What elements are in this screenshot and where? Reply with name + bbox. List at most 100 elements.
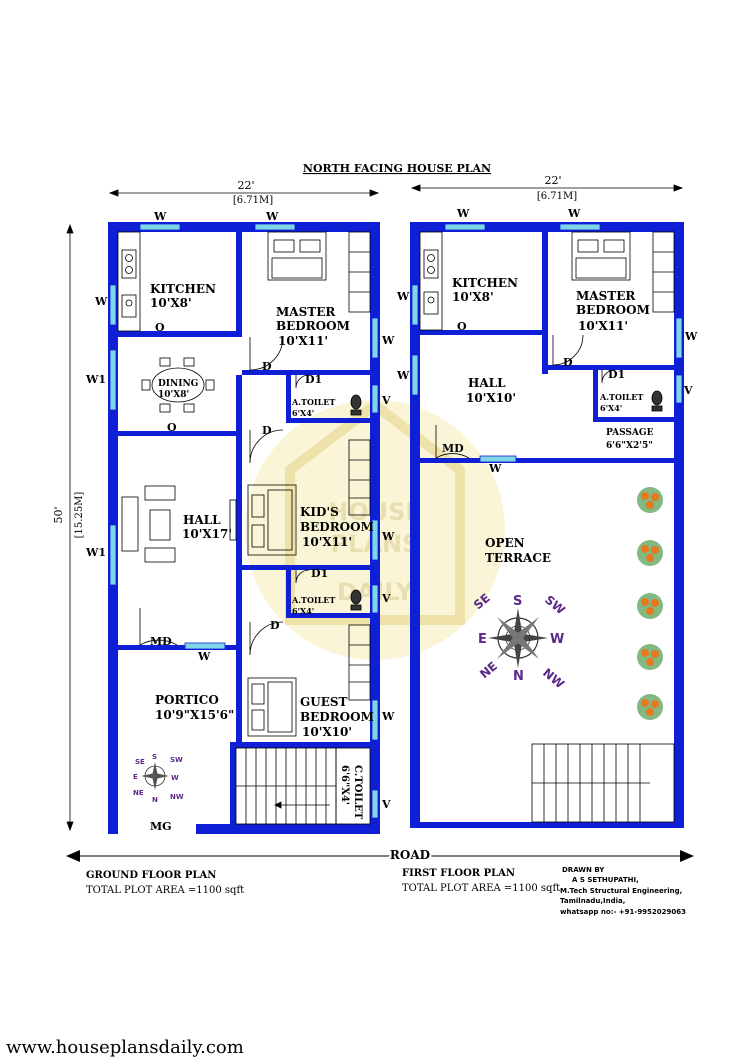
ff-label-w: W (396, 369, 410, 382)
gf-label-w: W (94, 295, 108, 308)
gf-label-o: O (155, 321, 165, 334)
gf-dining-size: 10'X8' (158, 390, 189, 400)
gf-hall-size: 10'X17' (182, 527, 232, 541)
credit-line2: A S SETHUPATHI, (572, 876, 639, 884)
gf-label-v: V (381, 592, 391, 605)
width-ft-ff: 22' (544, 174, 561, 187)
ff-staircase (531, 743, 675, 823)
ff-toilet-size: 6'X4' (600, 403, 622, 413)
ff-master-line2: BEDROOM (576, 303, 650, 317)
website-url: www.houseplansdaily.com (6, 1037, 244, 1058)
gf-dining-table (141, 357, 215, 413)
ff-compass-sw: SW (542, 593, 568, 618)
credit-line1: DRAWN BY (562, 866, 605, 874)
ff-label-w: W (684, 330, 698, 343)
gf-compass-se: SE (135, 758, 145, 766)
ff-label-d1: D1 (608, 368, 625, 381)
ff-hall-size: 10'X10' (466, 391, 516, 405)
gf-compass-ne: NE (133, 789, 144, 797)
gf-ctoilet-name: C.TOILET (352, 765, 363, 820)
gf-label-mg: MG (150, 820, 172, 833)
gf-label-d: D (262, 424, 272, 437)
ff-terrace-line2: TERRACE (485, 551, 551, 565)
gf-label-d1: D1 (305, 373, 322, 386)
ff-title: FIRST FLOOR PLAN (402, 868, 515, 879)
gf-label-w: W (381, 334, 395, 347)
gf-compass-w: W (171, 774, 179, 782)
ff-master-size: 10'X11' (578, 319, 628, 333)
gf-label-w: W (153, 210, 167, 223)
ff-kitchen-size: 10'X8' (452, 290, 494, 304)
ff-label-md: MD (442, 442, 464, 455)
gf-label-md: MD (150, 635, 172, 648)
gf-label-v: V (381, 394, 391, 407)
ff-terrace-line1: OPEN (485, 536, 525, 550)
credit-line3: M.Tech Structural Engineering, (560, 887, 682, 895)
gf-guest-bed (247, 624, 371, 737)
gf-guest-line2: BEDROOM (300, 710, 374, 724)
gf-hall-name: HALL (183, 513, 221, 527)
gf-dining-name: DINING (158, 379, 198, 389)
ff-label-w: W (567, 207, 581, 220)
ff-label-w: W (456, 207, 470, 220)
gf-kids-line2: BEDROOM (300, 520, 374, 534)
gf-portico-size: 10'9"X15'6" (155, 708, 234, 722)
ff-area: TOTAL PLOT AREA =1100 sqft (402, 883, 560, 894)
ff-master-line1: MASTER (576, 289, 636, 303)
gf-compass-nw: NW (170, 793, 184, 801)
ff-kitchen-counter (419, 231, 443, 331)
gf-windows (109, 223, 379, 819)
ff-doors (435, 334, 616, 459)
gf-compass-sw: SW (170, 756, 183, 764)
gf-toilet2-name: A.TOILET (291, 595, 335, 605)
ff-label-w: W (396, 290, 410, 303)
dimension-lines (66, 184, 684, 832)
gf-compass-s: S (152, 753, 157, 761)
length-ft: 50' (52, 506, 65, 523)
gf-label-o: O (167, 421, 177, 434)
gf-wc (350, 394, 362, 611)
ff-wc (651, 390, 663, 412)
gf-kids-size: 10'X11' (302, 535, 352, 549)
plan-title: NORTH FACING HOUSE PLAN (303, 162, 491, 175)
gf-compass-n: N (152, 796, 158, 804)
gf-label-w: W (265, 210, 279, 223)
gf-kitchen-size: 10'X8' (150, 296, 192, 310)
ff-compass-icon: S SE SW E W NE N NW (471, 591, 568, 692)
ff-master-bed (571, 231, 675, 313)
gf-guest-line1: GUEST (300, 695, 348, 709)
gf-opening-labels: W W W W W1 V W1 W V W W V O O D D D D1 D… (85, 210, 395, 833)
gf-master-size: 10'X11' (278, 334, 328, 348)
gf-master-line2: BEDROOM (276, 319, 350, 333)
gf-label-w: W (381, 530, 395, 543)
gf-kitchen-name: KITCHEN (150, 282, 216, 296)
gf-area: TOTAL PLOT AREA =1100 sqft (86, 885, 244, 896)
gf-master-bed (267, 231, 371, 313)
ff-passage-name: PASSAGE (606, 428, 654, 438)
width-ft-gf: 22' (237, 179, 254, 192)
ground-floor-plan: KITCHEN 10'X8' MASTER BEDROOM 10'X11' DI… (85, 210, 395, 834)
gf-toilet1-size: 6'X4' (292, 408, 314, 418)
ff-compass-w: W (550, 632, 564, 647)
gf-guest-size: 10'X10' (302, 725, 352, 739)
ff-label-w: W (488, 462, 502, 475)
ff-walls (410, 222, 684, 828)
gf-label-w: W (197, 650, 211, 663)
ff-compass-nw: NW (540, 666, 567, 692)
road-label: ROAD (390, 848, 430, 862)
ff-label-v: V (683, 384, 693, 397)
gf-master-line1: MASTER (276, 305, 336, 319)
ff-compass-ne: NE (477, 659, 500, 681)
ff-windows (411, 223, 683, 463)
gf-kids-line1: KID'S (300, 505, 339, 519)
gf-label-d: D (270, 619, 280, 632)
ff-compass-s: S (513, 594, 522, 609)
ff-label-d: D (563, 356, 573, 369)
gf-label-d1: D1 (311, 567, 328, 580)
ff-opening-labels: W W W W W V W O D D1 MD (396, 207, 698, 475)
gf-label-w: W (381, 710, 395, 723)
length-m: [15.25M] (74, 492, 85, 539)
gf-ctoilet-size: 6'6"X4' (339, 765, 350, 805)
width-m-ff: [6.71M] (537, 191, 577, 202)
